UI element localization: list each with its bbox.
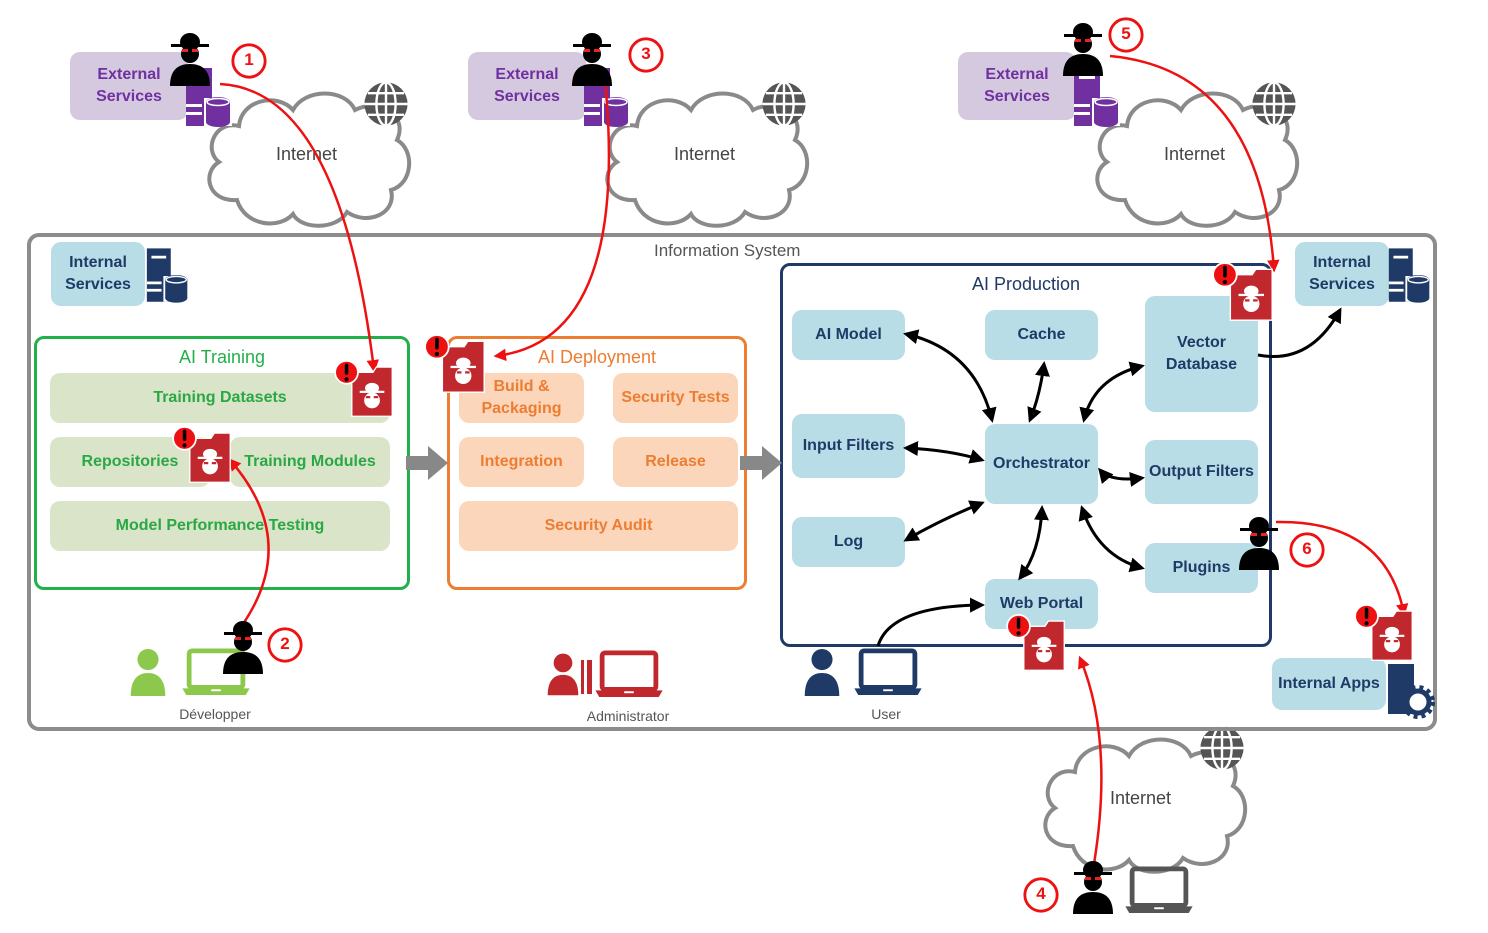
attack-number-3: 3 (641, 44, 651, 63)
ai-model[interactable]: AI Model (792, 310, 905, 360)
cache[interactable]: Cache (985, 310, 1098, 360)
internet-label-2: Internet (674, 144, 736, 164)
repositories[interactable]: Repositories (50, 437, 210, 487)
internet-label-4: Internet (1110, 788, 1172, 808)
plugins[interactable]: Plugins (1145, 543, 1258, 593)
orchestrator[interactable]: Orchestrator (985, 424, 1098, 504)
ai-deployment-title: AI Deployment (537, 347, 657, 367)
external-server-db-icon (1073, 68, 1121, 128)
attack-number-5: 5 (1121, 24, 1131, 43)
vector-database[interactable]: Vector Database (1145, 296, 1258, 412)
output-filters[interactable]: Output Filters (1145, 440, 1258, 504)
training-modules[interactable]: Training Modules (230, 437, 390, 487)
integration[interactable]: Integration (459, 437, 584, 487)
developer-label: Développer (179, 706, 251, 722)
security-tests[interactable]: Security Tests (613, 373, 738, 423)
user-label: User (871, 706, 901, 722)
hacker-icon-4 (1073, 861, 1113, 914)
information-system-frame (27, 233, 1437, 731)
log[interactable]: Log (792, 517, 905, 567)
ai-production-title: AI Production (971, 274, 1081, 294)
information-system-title: Information System (654, 241, 801, 260)
web-portal[interactable]: Web Portal (985, 579, 1098, 629)
attacker-laptop-icon (1125, 869, 1192, 913)
globe-icon (363, 81, 409, 127)
training-datasets[interactable]: Training Datasets (50, 373, 390, 423)
attack-number-2: 2 (280, 634, 290, 653)
internet-label-3: Internet (1164, 144, 1226, 164)
internet-label-1: Internet (276, 144, 338, 164)
internal-apps[interactable]: Internal Apps (1272, 658, 1386, 710)
administrator-label: Administrator (586, 708, 670, 724)
security-audit[interactable]: Security Audit (459, 501, 738, 551)
external-services-3[interactable]: External Services (958, 52, 1076, 120)
internal-services-right[interactable]: Internal Services (1295, 242, 1389, 306)
build-packaging[interactable]: Build & Packaging (459, 373, 584, 423)
release[interactable]: Release (613, 437, 738, 487)
ai-training-title: AI Training (178, 347, 266, 367)
attack-number-6: 6 (1302, 539, 1312, 558)
globe-icon (761, 81, 807, 127)
external-services-1[interactable]: External Services (70, 52, 188, 120)
input-filters[interactable]: Input Filters (792, 414, 905, 478)
attack-number-1: 1 (244, 50, 254, 69)
internal-services-left[interactable]: Internal Services (51, 242, 145, 306)
external-services-2[interactable]: External Services (468, 52, 586, 120)
attack-number-4: 4 (1036, 884, 1046, 903)
external-server-db-icon (185, 68, 233, 128)
globe-icon (1251, 81, 1297, 127)
globe-icon (1199, 725, 1245, 771)
external-server-db-icon (583, 68, 631, 128)
model-performance-testing[interactable]: Model Performance Testing (50, 501, 390, 551)
